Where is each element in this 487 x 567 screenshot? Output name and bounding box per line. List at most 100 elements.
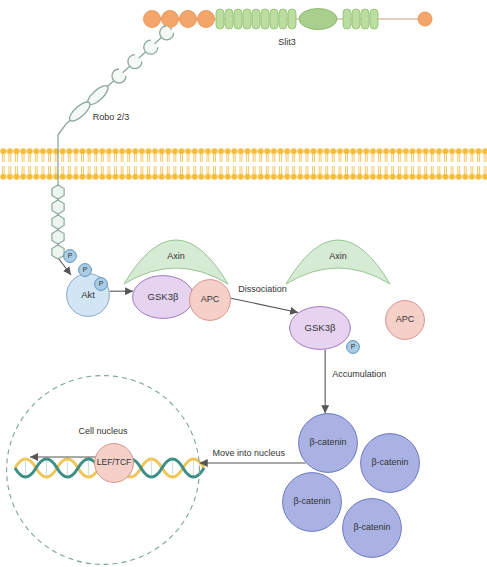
protein-label: Robo 2/3 bbox=[93, 113, 130, 123]
lrr-domain bbox=[225, 9, 233, 29]
slit3-protein bbox=[144, 9, 433, 30]
node-text-box: β-catenin bbox=[282, 472, 342, 532]
protein-label: Slit3 bbox=[278, 38, 296, 48]
node-label: GSK3β bbox=[148, 292, 179, 302]
node-shape bbox=[283, 473, 342, 532]
lrr-domain bbox=[234, 9, 242, 29]
node-text-box: Axin bbox=[123, 252, 229, 262]
node-label: Akt bbox=[81, 290, 95, 300]
node-text-box: P bbox=[78, 263, 92, 277]
transcription-factor-circle: LEF/TCF bbox=[94, 443, 134, 483]
node-shape bbox=[343, 499, 402, 558]
node-label: P bbox=[83, 266, 88, 274]
fn-domain bbox=[67, 99, 93, 124]
node-shape bbox=[64, 250, 77, 263]
lrr-domain bbox=[270, 9, 278, 29]
arrow-connector bbox=[325, 350, 326, 413]
node-shape bbox=[95, 444, 134, 483]
beta-catenin-circle: β-catenin bbox=[282, 472, 342, 532]
beta-catenin-circle: β-catenin bbox=[360, 433, 420, 493]
lrr-domain bbox=[343, 9, 351, 29]
node-shape bbox=[286, 240, 390, 284]
lrr-domain bbox=[261, 9, 269, 29]
node-text-box: LEF/TCF bbox=[94, 443, 134, 483]
phosphate-circle: P bbox=[78, 263, 92, 277]
intracellular-motif bbox=[52, 230, 64, 244]
base-pair bbox=[67, 461, 68, 475]
lrr-domain bbox=[279, 9, 287, 29]
edge-label: Accumulation bbox=[332, 370, 386, 380]
domain-ellipse bbox=[299, 9, 337, 30]
node-outline bbox=[285, 238, 391, 286]
node-text-box: APC bbox=[189, 279, 231, 321]
base-pair bbox=[172, 461, 173, 475]
node-label: LEF/TCF bbox=[97, 458, 131, 467]
node-shape bbox=[79, 264, 92, 277]
scaffold-crescent: Axin bbox=[285, 238, 391, 286]
node-text-box: GSK3β bbox=[289, 306, 351, 350]
node-label: P bbox=[68, 252, 73, 260]
node-text-box: GSK3β bbox=[132, 275, 194, 319]
node-label: GSK3β bbox=[305, 323, 336, 333]
ig-domain bbox=[160, 26, 174, 40]
domain-circle bbox=[144, 11, 161, 28]
lrr-domain bbox=[216, 9, 224, 29]
intracellular-motif bbox=[52, 200, 64, 214]
edge-label: Move into nucleus bbox=[212, 449, 285, 459]
node-text-box: Axin bbox=[285, 252, 391, 262]
node-shape bbox=[386, 301, 425, 340]
intracellular-motif bbox=[52, 215, 64, 229]
domain-circle bbox=[198, 11, 215, 28]
ig-domain bbox=[144, 40, 158, 54]
lrr-domain bbox=[361, 9, 369, 29]
node-shape bbox=[133, 276, 194, 319]
node-label: Axin bbox=[123, 252, 229, 262]
node-shape bbox=[299, 414, 358, 473]
phosphate-circle: P bbox=[94, 277, 108, 291]
edge-label: Dissociation bbox=[238, 285, 287, 295]
node-text-box: β-catenin bbox=[298, 413, 358, 473]
base-pair bbox=[193, 461, 194, 475]
phosphate-circle: P bbox=[346, 340, 360, 354]
node-label: β-catenin bbox=[353, 523, 390, 533]
phosphate-circle: P bbox=[63, 249, 77, 263]
base-pair bbox=[25, 461, 26, 475]
node-label: P bbox=[351, 343, 356, 351]
lrr-domain bbox=[370, 9, 378, 29]
beta-catenin-circle: β-catenin bbox=[342, 498, 402, 558]
protein-circle: APC bbox=[385, 300, 425, 340]
domain-circle bbox=[162, 11, 179, 28]
node-label: Cell nucleus bbox=[6, 427, 200, 437]
base-pair bbox=[88, 461, 89, 475]
node-shape bbox=[67, 274, 110, 317]
arrow-connector bbox=[200, 462, 306, 463]
protein-circle: APC bbox=[189, 279, 231, 321]
kinase-ellipse: GSK3β bbox=[132, 275, 194, 319]
ig-domain bbox=[112, 69, 126, 83]
node-text-box: β-catenin bbox=[360, 433, 420, 493]
node-shape bbox=[7, 376, 200, 565]
receptor-backbone bbox=[58, 28, 172, 252]
node-shape bbox=[361, 434, 420, 493]
lrr-domain bbox=[288, 9, 296, 29]
cell-membrane bbox=[0, 148, 487, 180]
transcription-arrow bbox=[30, 457, 101, 472]
node-text-box: P bbox=[94, 277, 108, 291]
node-shape bbox=[347, 341, 360, 354]
node-label: APC bbox=[396, 315, 415, 325]
intracellular-motif bbox=[52, 245, 64, 259]
intracellular-motif bbox=[52, 185, 64, 199]
node-text-box: β-catenin bbox=[342, 498, 402, 558]
nucleus-outline: Cell nucleusLEF/TCF bbox=[6, 375, 200, 565]
node-label: β-catenin bbox=[309, 438, 346, 448]
ig-domain bbox=[128, 55, 142, 69]
node-text-box: P bbox=[346, 340, 360, 354]
domain-circle bbox=[180, 11, 197, 28]
base-pair bbox=[46, 461, 47, 475]
lrr-domain bbox=[352, 9, 360, 29]
arrow-connector bbox=[110, 291, 133, 292]
node-shape bbox=[290, 307, 351, 350]
robo-receptor bbox=[52, 26, 174, 275]
